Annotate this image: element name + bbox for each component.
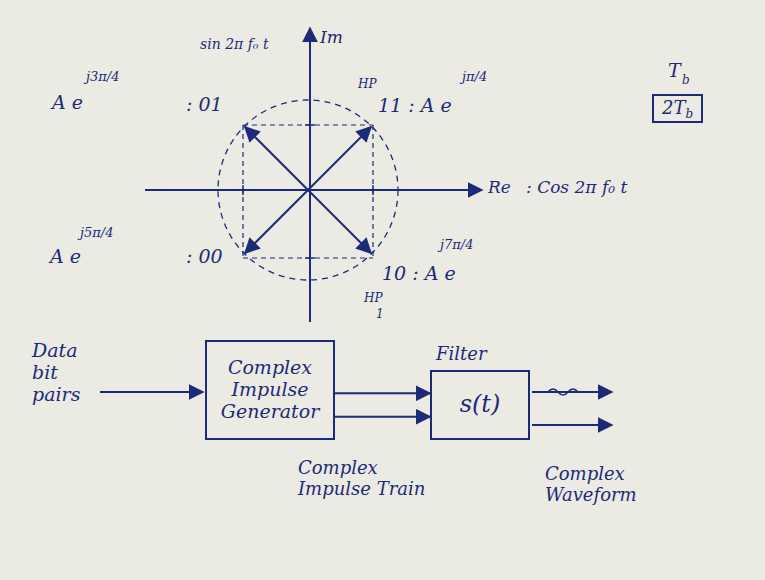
- signal-arrow: [335, 416, 430, 418]
- annotation-label: HP: [364, 292, 383, 306]
- annotation-label: : 01: [186, 94, 223, 116]
- real-axis: [145, 189, 482, 191]
- unit-circle: [218, 100, 398, 280]
- tick: [305, 124, 315, 126]
- annotation-label: Complex Impulse Train: [298, 458, 448, 499]
- annotation-label: A e: [52, 92, 83, 114]
- imag-axis: [309, 28, 311, 322]
- signal-arrow: [335, 392, 430, 394]
- annotation-label: : Cos 2π f₀ t: [526, 178, 627, 198]
- phasor-arrow: [245, 127, 308, 190]
- annotation-label: Re: [488, 178, 511, 198]
- annotation-label: Im: [320, 28, 343, 48]
- annotation-label: j5π/4: [80, 226, 114, 241]
- annotation-label: 11 : A e: [378, 95, 452, 117]
- node-text: Complex Impulse Generator: [215, 357, 325, 423]
- annotation-label: j7π/4: [440, 238, 474, 253]
- boxed-period: 2Tb: [652, 94, 703, 123]
- node-text: 2T: [662, 98, 685, 119]
- annotation-label: j3π/4: [86, 70, 120, 85]
- process-box: Complex Impulse Generator: [205, 340, 335, 440]
- output-arrow: [532, 424, 612, 426]
- projection-line: [242, 125, 243, 258]
- annotation-label: HP: [358, 78, 377, 92]
- node-text: s(t): [460, 391, 501, 419]
- annotation-label: jπ/4: [462, 70, 487, 85]
- tick: [372, 185, 374, 195]
- annotation-label: 1: [376, 308, 384, 322]
- node-heading: Filter: [436, 344, 487, 365]
- phasor-arrow: [308, 127, 371, 190]
- annotation-label: b: [682, 74, 690, 88]
- annotation-label: sin 2π f₀ t: [200, 36, 269, 52]
- projection-line: [243, 124, 373, 125]
- annotation-label: T: [668, 60, 681, 82]
- annotation-label: A e: [50, 246, 81, 268]
- annotation-label: Complex Waveform: [545, 464, 685, 505]
- phasor-arrow: [245, 190, 308, 253]
- filter-box: Filters(t): [430, 370, 530, 440]
- tick: [242, 185, 244, 195]
- annotation-label: 10 : A e: [382, 263, 456, 285]
- squiggle: [548, 389, 578, 395]
- annotation-label: Data bit pairs: [32, 340, 104, 406]
- output-arrow: [532, 391, 612, 393]
- phasor-arrow: [308, 190, 371, 253]
- input-arrow: [100, 391, 203, 393]
- subscript: b: [685, 108, 693, 122]
- tick: [305, 257, 315, 259]
- annotation-label: : 00: [186, 246, 223, 268]
- projection-line: [372, 125, 373, 258]
- projection-line: [243, 257, 373, 258]
